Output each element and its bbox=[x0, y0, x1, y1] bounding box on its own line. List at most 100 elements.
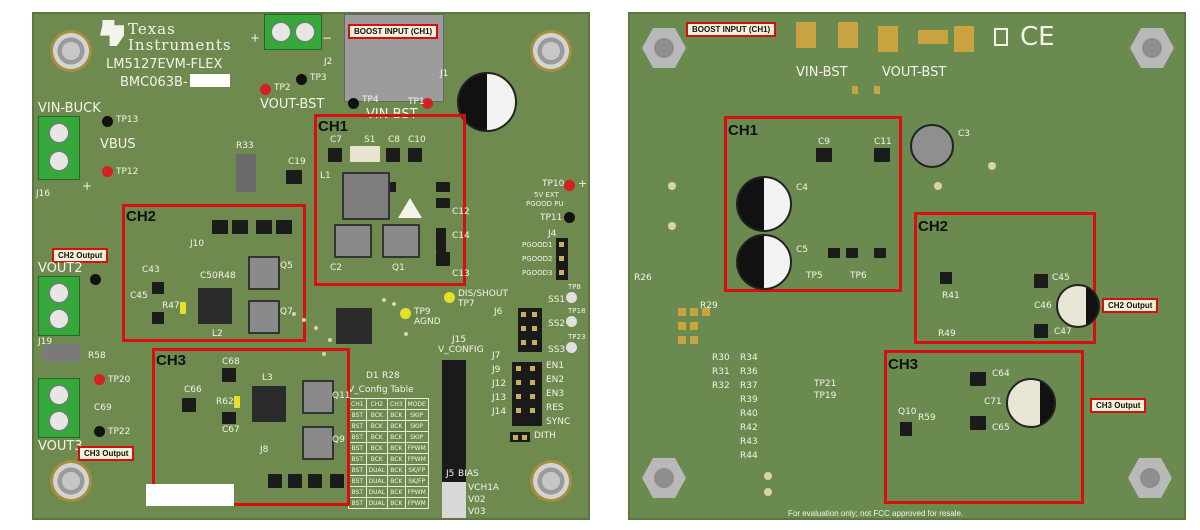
mosfet bbox=[334, 224, 372, 258]
config-table-cell: CH3 bbox=[387, 398, 406, 410]
j2-terminal-block bbox=[264, 14, 322, 50]
bias-header bbox=[442, 482, 466, 518]
mosfet-q7 bbox=[248, 300, 280, 334]
config-table-cell: BCK bbox=[365, 453, 389, 465]
logo-line2: Instruments bbox=[128, 36, 232, 54]
config-table-cell: BCK bbox=[365, 409, 389, 421]
capacitor-c19 bbox=[286, 170, 302, 184]
test-point-black bbox=[94, 426, 105, 437]
config-table-cell: SK/FP bbox=[404, 475, 429, 487]
mosfet-q9 bbox=[302, 426, 334, 460]
config-table-cell: BST bbox=[348, 497, 367, 509]
shunt-resistor bbox=[350, 146, 380, 162]
config-table-cell: BCK bbox=[365, 431, 389, 443]
hex-standoff bbox=[1130, 28, 1174, 68]
test-point-yellow bbox=[444, 292, 455, 303]
hex-standoff bbox=[642, 458, 686, 498]
config-table-cell: BCK bbox=[365, 442, 389, 454]
electrolytic-capacitor bbox=[1006, 378, 1056, 428]
config-table-cell: SK/FP bbox=[404, 464, 429, 476]
mounting-screw bbox=[50, 460, 92, 502]
config-table-cell: DUAL bbox=[365, 486, 389, 498]
test-point-white bbox=[566, 292, 577, 303]
tp2-label: TP2 bbox=[274, 83, 291, 93]
mosfet bbox=[382, 224, 420, 258]
test-point-yellow bbox=[400, 308, 411, 319]
inductor-l1 bbox=[342, 172, 390, 220]
boost-input-callout: BOOST INPUT (CH1) bbox=[348, 24, 439, 39]
en-header bbox=[512, 362, 542, 426]
config-table-cell: DUAL bbox=[365, 475, 389, 487]
logo-line1: Texas bbox=[128, 20, 176, 38]
ch3-output-callout: CH3 Output bbox=[78, 446, 135, 461]
hex-standoff bbox=[1128, 458, 1172, 498]
test-point-black bbox=[564, 212, 575, 223]
vin-buck-label: VIN-BUCK bbox=[38, 101, 101, 116]
weee-bin-icon bbox=[994, 28, 1008, 46]
config-table-cell: BCK bbox=[365, 420, 389, 432]
config-table-cell: DUAL bbox=[365, 497, 389, 509]
test-point-black bbox=[90, 274, 101, 285]
ch1-highlight-box bbox=[724, 116, 902, 292]
bottom-side-board-render: BOOST INPUT (CH1) VIN-BST VOUT-BST CE CH… bbox=[628, 12, 1186, 520]
electrolytic-capacitor bbox=[910, 124, 954, 168]
config-table-cell: BST bbox=[348, 442, 367, 454]
config-table-cell: BST bbox=[348, 420, 367, 432]
boost-input-callout: BOOST INPUT (CH1) bbox=[686, 22, 777, 37]
top-side-board-render: Texas Instruments LM5127EVM-FLEX BMC063B… bbox=[32, 12, 590, 520]
c19-label: C19 bbox=[288, 157, 306, 167]
ss-header bbox=[518, 308, 542, 352]
ch3-label: CH3 bbox=[156, 352, 187, 369]
ch3-output-callout: CH3 Output bbox=[1090, 398, 1147, 413]
ch2-highlight-box bbox=[914, 212, 1096, 344]
ce-mark: CE bbox=[1020, 22, 1055, 52]
tp3-label: TP3 bbox=[310, 73, 327, 83]
j2-label: J2 bbox=[324, 57, 333, 67]
config-table-cell: BCK bbox=[387, 497, 406, 509]
test-point-black bbox=[296, 74, 307, 85]
tp13-label: TP13 bbox=[116, 115, 139, 125]
test-point-red bbox=[260, 84, 271, 95]
config-table-cell: BCK bbox=[387, 442, 406, 454]
test-point-black bbox=[348, 98, 359, 109]
config-table-cell: FPWM bbox=[404, 442, 429, 454]
config-table-cell: FPWM bbox=[404, 486, 429, 498]
inductor-l2 bbox=[198, 288, 232, 324]
j16-label: J16 bbox=[36, 189, 51, 199]
vout2-terminal-block bbox=[38, 276, 80, 336]
fcc-disclaimer: For evaluation only; not FCC approved fo… bbox=[788, 509, 964, 518]
ch1-label: CH1 bbox=[318, 118, 349, 135]
mosfet-q5 bbox=[248, 256, 280, 290]
test-point-white bbox=[566, 342, 577, 353]
tp4-label: TP4 bbox=[362, 95, 379, 105]
ch2-output-callout: CH2 Output bbox=[52, 248, 109, 263]
capacitor bbox=[386, 148, 400, 162]
test-point-red bbox=[564, 180, 575, 191]
test-point-red bbox=[422, 98, 433, 109]
board-id: BMC063B- bbox=[120, 75, 188, 90]
config-table-cell: BCK bbox=[387, 453, 406, 465]
inductor-l3 bbox=[252, 386, 286, 422]
test-point-red bbox=[94, 374, 105, 385]
config-table-cell: BCK bbox=[387, 486, 406, 498]
vout-bst-label: VOUT-BST bbox=[260, 97, 325, 112]
config-table-cell: BST bbox=[348, 431, 367, 443]
label-blank bbox=[146, 484, 234, 506]
tp12-label: TP12 bbox=[116, 167, 139, 177]
dith-header bbox=[510, 432, 530, 442]
ch2-label: CH2 bbox=[126, 208, 157, 225]
config-table-cell: BST bbox=[348, 475, 367, 487]
electrolytic-capacitor bbox=[736, 234, 792, 290]
mounting-screw bbox=[530, 30, 572, 72]
config-table-cell: FPWM bbox=[404, 453, 429, 465]
config-table-cell: BCK bbox=[387, 409, 406, 421]
test-point-white bbox=[566, 316, 577, 327]
